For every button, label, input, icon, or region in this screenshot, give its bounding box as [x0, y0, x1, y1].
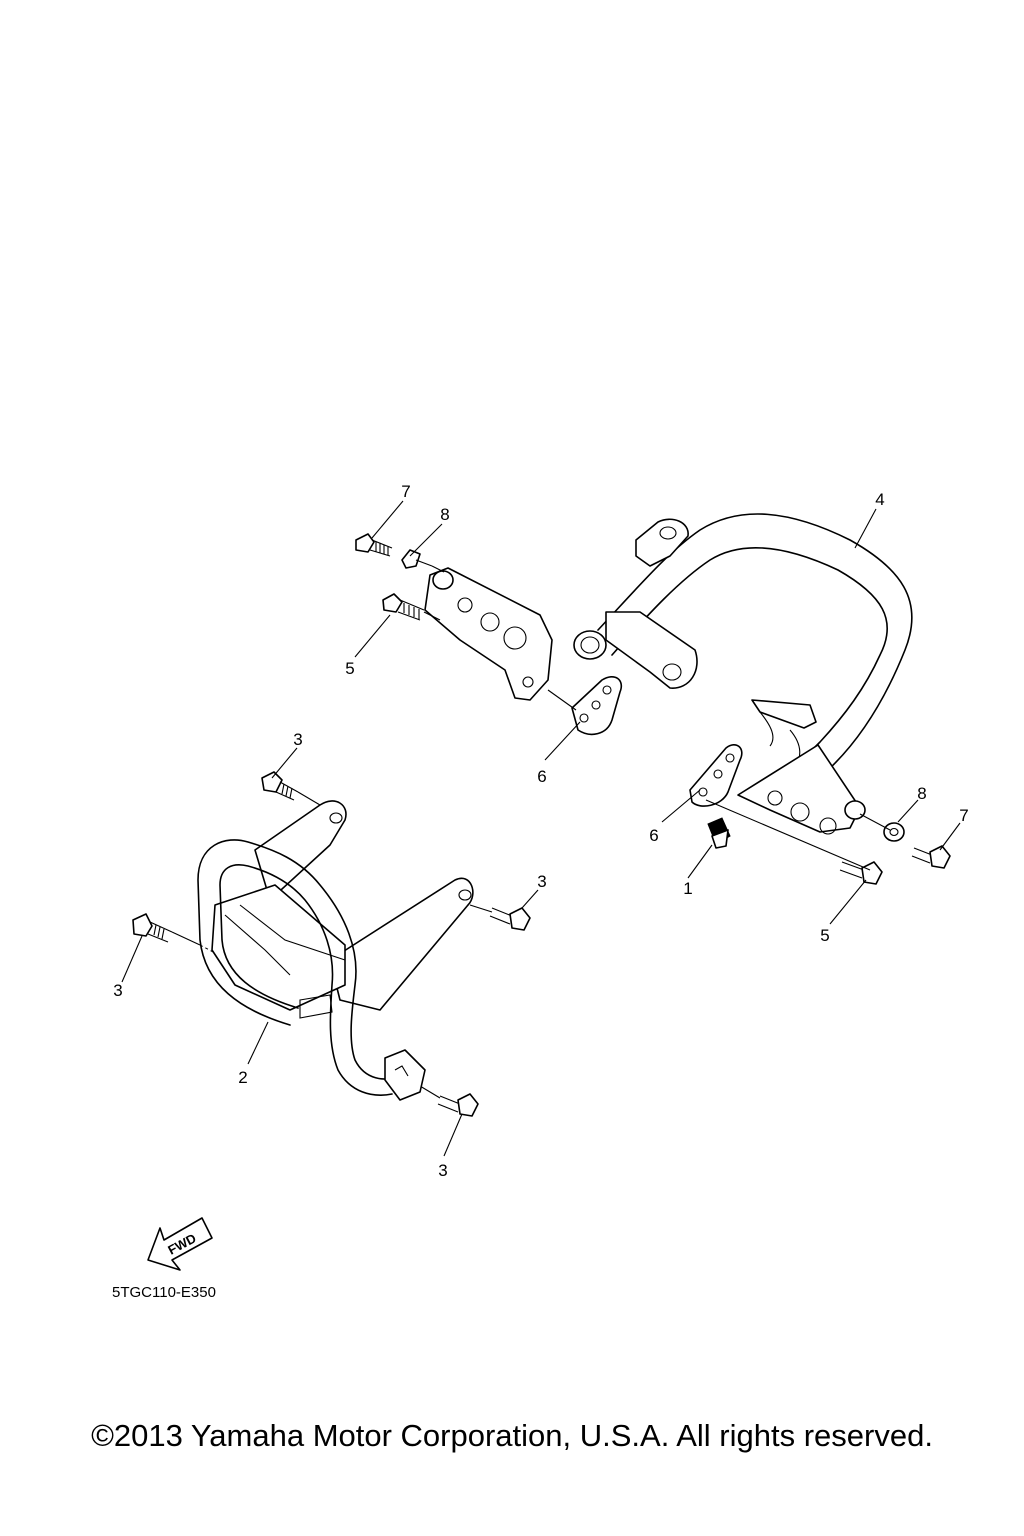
collar-part-8-upper: [401, 549, 433, 569]
diagram-code: 5TGC110-E350: [112, 1284, 216, 1301]
callout-1: 1: [683, 879, 692, 898]
callout-3-top: 3: [293, 730, 302, 749]
bolt-part-3-left: [132, 913, 173, 943]
collar-part-8-lower: [883, 822, 905, 842]
callout-3-right: 3: [537, 872, 546, 891]
clip-part-1: [707, 817, 731, 849]
fwd-arrow-icon: FWD: [147, 1217, 213, 1271]
callout-8-upper: 8: [440, 505, 449, 524]
plate-part-6-left: [571, 676, 622, 736]
bolt-part-5-upper: [382, 593, 425, 621]
callout-6-right: 6: [649, 826, 658, 845]
callout-4: 4: [875, 490, 884, 509]
callout-6-left: 6: [537, 767, 546, 786]
callout-3-left: 3: [113, 981, 122, 1000]
callout-3-bottom: 3: [438, 1161, 447, 1180]
copyright-notice: ©2013 Yamaha Motor Corporation, U.S.A. A…: [91, 1418, 933, 1453]
bolt-part-5-lower: [839, 861, 883, 885]
front-guard-part-2: [197, 800, 474, 1101]
right-mount-plate: [737, 744, 866, 835]
bolt-part-3-right: [489, 907, 531, 931]
callout-8-lower: 8: [917, 784, 926, 803]
bolt-part-3-bottom: [437, 1093, 479, 1117]
bolt-part-7-upper: [355, 533, 393, 557]
callout-5-upper: 5: [345, 659, 354, 678]
bolt-part-3-top: [261, 771, 299, 801]
callout-7-upper: 7: [401, 482, 410, 501]
left-mount-plate: [424, 567, 553, 701]
callout-2: 2: [238, 1068, 247, 1087]
callout-5-lower: 5: [820, 926, 829, 945]
bolt-part-7-lower: [911, 845, 951, 869]
callout-7-lower: 7: [959, 806, 968, 825]
plate-part-6-right: [689, 744, 743, 807]
rear-grab-bar-part-4: [573, 513, 913, 787]
